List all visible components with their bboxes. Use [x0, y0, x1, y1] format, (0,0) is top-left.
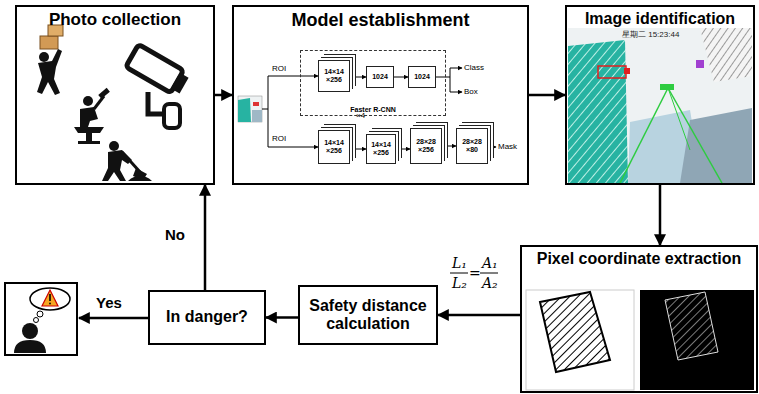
node-text: In danger? — [166, 308, 248, 326]
timestamp: 星期二 15:23:44 — [622, 30, 679, 39]
site-photo — [568, 28, 752, 183]
roi-label: ROI — [272, 134, 286, 143]
roi-label: ROI — [272, 64, 286, 73]
flow-arrow — [350, 77, 366, 78]
yes-arrow — [79, 317, 148, 320]
input-thumbnail — [238, 96, 262, 122]
node-text: 28×28 ×256 — [412, 138, 440, 154]
feature-map: 28×28 ×80 — [456, 128, 488, 164]
feature-map: 14×14 ×256 — [318, 60, 350, 92]
alarm-icon — [5, 283, 77, 355]
fraction-bar — [480, 273, 498, 274]
feature-map: 14×14 ×256 — [366, 134, 396, 164]
node-text: 14×14 ×256 — [368, 141, 394, 157]
roi-branch — [262, 76, 318, 147]
node-text: 28×28 ×80 — [458, 138, 486, 154]
node-text: 1024 — [414, 73, 430, 81]
output-label: Class — [464, 63, 484, 72]
feature-map: 28×28 ×256 — [410, 128, 442, 164]
flow-arrow — [659, 185, 662, 245]
worker-icon — [102, 141, 152, 181]
node-text: Photo collection — [49, 10, 181, 30]
node-text: Pixel coordinate extraction — [537, 250, 742, 268]
flow-arrow — [438, 314, 520, 317]
output-label: Box — [464, 87, 478, 96]
decision-box: In danger? — [148, 290, 266, 345]
flow-arrow — [215, 94, 232, 97]
formula-term: L₂ — [452, 275, 467, 291]
node-text: 14×14 ×256 — [320, 68, 348, 84]
edge-image — [640, 290, 754, 390]
flow-arrow — [204, 185, 207, 290]
flow-arrow — [266, 316, 298, 319]
node-text: Safety distance calculation — [306, 297, 430, 334]
stage-box: Model establishmentFaster R-CNN14×14 ×25… — [232, 5, 529, 185]
flow-arrow — [529, 94, 565, 97]
branch-label: Yes — [96, 294, 122, 311]
flow-arrow — [394, 77, 408, 78]
worker-icon — [74, 88, 110, 144]
flow-arrow — [350, 149, 366, 150]
mask-image — [526, 290, 634, 390]
process-box: Safety distance calculation — [298, 285, 438, 345]
repeat-label: ×4 — [356, 111, 365, 120]
node-text: Model establishment — [291, 10, 469, 31]
output-label: Mask — [498, 142, 517, 151]
node-text: Image identification — [585, 10, 735, 28]
formula-sign: = — [469, 265, 481, 281]
stage-box: Pixel coordinate extraction — [520, 245, 758, 393]
flow-arrow — [396, 149, 410, 150]
flow-arrow — [442, 146, 456, 147]
edge-label: No — [163, 226, 187, 243]
network-group: Faster R-CNN14×14 ×25610241024 — [300, 50, 446, 116]
node-text: 1024 — [372, 73, 388, 81]
camera-icon — [126, 44, 191, 128]
node-text: 14×14 ×256 — [320, 139, 348, 155]
stage-box: Photo collection — [15, 5, 215, 185]
formula-term: L₁ — [452, 255, 467, 271]
feature-map: 14×14 ×256 — [318, 130, 350, 164]
worker-icon — [37, 25, 63, 95]
fc-layer: 1024 — [366, 66, 394, 88]
fraction-bar — [450, 273, 468, 274]
formula-term: A₂ — [482, 275, 498, 291]
formula-term: A₁ — [482, 255, 498, 271]
fc-layer: 1024 — [408, 66, 436, 88]
